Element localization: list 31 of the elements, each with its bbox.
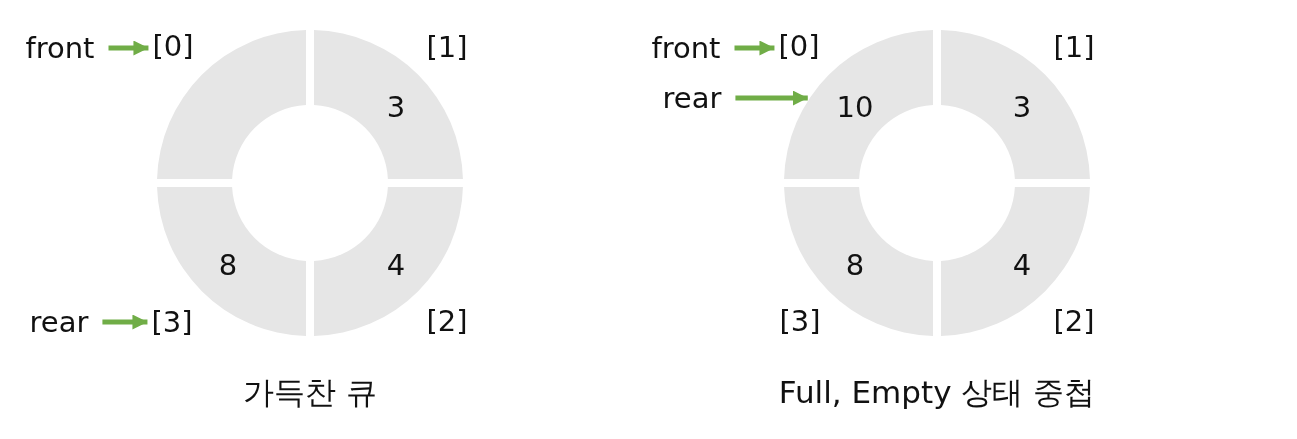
pointer-label: rear xyxy=(29,307,89,337)
pointer-label: [0] xyxy=(778,31,820,61)
value-label: 4 xyxy=(386,250,406,280)
pointer-label: rear xyxy=(662,83,722,113)
value-label: 8 xyxy=(218,250,238,280)
arrow xyxy=(734,40,775,56)
value-label: 3 xyxy=(1012,92,1032,122)
ring-segment xyxy=(314,30,463,179)
arrow xyxy=(735,90,808,106)
index-label: [2] xyxy=(426,306,468,336)
ring-segment xyxy=(941,30,1090,179)
value-label: 4 xyxy=(1012,250,1032,280)
pointer-label: front xyxy=(651,33,721,63)
ring-segment xyxy=(314,187,463,336)
value-label: 3 xyxy=(386,92,406,122)
index-label: [1] xyxy=(426,32,468,62)
ring-segment xyxy=(157,30,306,179)
pointer-label: front xyxy=(25,33,95,63)
arrow xyxy=(102,314,148,330)
caption: 가득찬 큐 xyxy=(243,376,377,408)
index-label: [2] xyxy=(1053,306,1095,336)
index-label: [1] xyxy=(1053,32,1095,62)
arrow xyxy=(108,40,149,56)
pointer-label: [3] xyxy=(151,307,193,337)
value-label: 10 xyxy=(836,92,874,122)
caption: Full, Empty 상태 중첩 xyxy=(778,376,1096,408)
ring-segment xyxy=(784,187,933,336)
index-label: [3] xyxy=(779,306,821,336)
pointer-label: [0] xyxy=(152,31,194,61)
ring-segment xyxy=(941,187,1090,336)
value-label: 8 xyxy=(845,250,865,280)
